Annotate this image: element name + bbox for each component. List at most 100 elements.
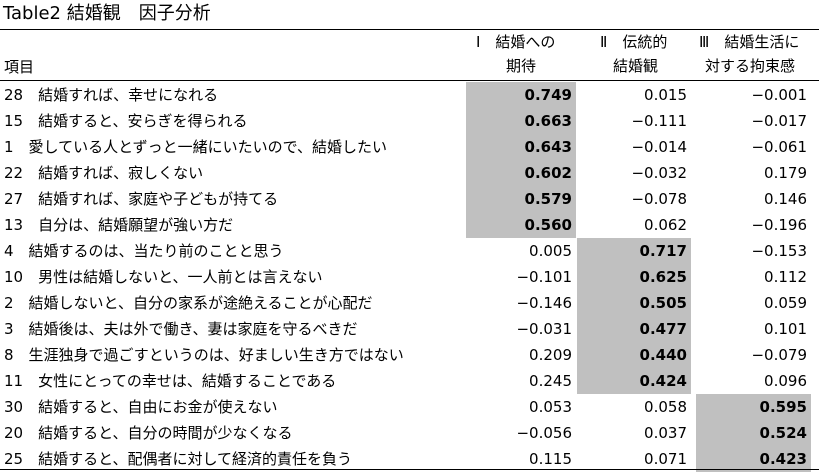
loading-value: −0.061 bbox=[751, 138, 807, 156]
loading-value: 0.717 bbox=[639, 242, 687, 260]
loading-value: 0.663 bbox=[524, 112, 572, 130]
item-text: 25 結婚すると、配偶者に対して経済的責任を負う bbox=[4, 450, 353, 468]
factor3-loading: 0.524 bbox=[696, 420, 811, 446]
table-row: 15 結婚すると、安らぎを得られる 0.663 −0.111 −0.017 bbox=[0, 108, 819, 134]
item-text: 15 結婚すると、安らぎを得られる bbox=[4, 112, 248, 130]
header-factor2-line1: Ⅱ 伝統的 bbox=[600, 33, 668, 51]
factor3-loading: −0.061 bbox=[696, 134, 811, 160]
factor1-loading: 0.005 bbox=[466, 238, 576, 264]
bottom-rule bbox=[0, 469, 819, 470]
header-factor1-line1: Ⅰ 結婚への bbox=[476, 33, 556, 51]
item-text: 11 女性にとっての幸せは、結婚することである bbox=[4, 372, 337, 390]
factor2-loading: 0.625 bbox=[577, 264, 691, 290]
factor3-loading: 0.423 bbox=[696, 446, 811, 472]
loading-value: 0.477 bbox=[639, 320, 687, 338]
factor3-loading: −0.079 bbox=[696, 342, 811, 368]
factor2-loading: 0.424 bbox=[577, 368, 691, 394]
factor1-loading: 0.579 bbox=[466, 186, 576, 212]
table-row: 30 結婚すると、自由にお金が使えない 0.053 0.058 0.595 bbox=[0, 394, 819, 420]
loading-value: 0.440 bbox=[639, 346, 687, 364]
loading-value: 0.101 bbox=[764, 320, 807, 338]
factor3-loading: 0.059 bbox=[696, 290, 811, 316]
loading-value: 0.602 bbox=[524, 164, 572, 182]
factor1-loading: 0.560 bbox=[466, 212, 576, 238]
factor1-loading: 0.053 bbox=[466, 394, 576, 420]
loading-value: 0.146 bbox=[764, 190, 807, 208]
loading-value: 0.071 bbox=[644, 450, 687, 468]
loading-value: 0.579 bbox=[524, 190, 572, 208]
loading-value: 0.053 bbox=[529, 398, 572, 416]
loading-value: 0.058 bbox=[644, 398, 687, 416]
factor3-loading: 0.179 bbox=[696, 160, 811, 186]
factor2-loading: 0.505 bbox=[577, 290, 691, 316]
loading-value: −0.031 bbox=[516, 320, 572, 338]
loading-value: −0.153 bbox=[751, 242, 807, 260]
item-text: 20 結婚すると、自分の時間が少なくなる bbox=[4, 424, 293, 442]
factor1-loading: 0.749 bbox=[466, 82, 576, 108]
item-text: 1 愛している人とずっと一緒にいたいので、結婚したい bbox=[4, 138, 388, 156]
factor2-loading: −0.014 bbox=[577, 134, 691, 160]
table-row: 28 結婚すれば、幸せになれる 0.749 0.015 −0.001 bbox=[0, 82, 819, 108]
loading-value: 0.749 bbox=[524, 86, 572, 104]
loading-value: −0.101 bbox=[516, 268, 572, 286]
loading-value: −0.017 bbox=[751, 112, 807, 130]
loading-value: −0.001 bbox=[751, 86, 807, 104]
item-text: 28 結婚すれば、幸せになれる bbox=[4, 86, 219, 104]
item-text: 13 自分は、結婚願望が強い方だ bbox=[4, 216, 234, 234]
item-text: 10 男性は結婚しないと、一人前とは言えない bbox=[4, 268, 323, 286]
factor1-loading: 0.209 bbox=[466, 342, 576, 368]
factor2-loading: −0.078 bbox=[577, 186, 691, 212]
factor3-loading: 0.096 bbox=[696, 368, 811, 394]
loading-value: 0.059 bbox=[764, 294, 807, 312]
item-text: 30 結婚すると、自由にお金が使えない bbox=[4, 398, 278, 416]
factor2-loading: 0.062 bbox=[577, 212, 691, 238]
item-text: 4 結婚するのは、当たり前のことと思う bbox=[4, 242, 284, 260]
loading-value: −0.196 bbox=[751, 216, 807, 234]
factor1-loading: 0.663 bbox=[466, 108, 576, 134]
factor2-loading: 0.058 bbox=[577, 394, 691, 420]
loading-value: −0.079 bbox=[751, 346, 807, 364]
factor3-loading: 0.112 bbox=[696, 264, 811, 290]
factor3-loading: 0.101 bbox=[696, 316, 811, 342]
loading-value: 0.015 bbox=[644, 86, 687, 104]
factor1-loading: 0.245 bbox=[466, 368, 576, 394]
factor2-loading: 0.071 bbox=[577, 446, 691, 472]
factor3-loading: 0.595 bbox=[696, 394, 811, 420]
table-row: 22 結婚すれば、寂しくない 0.602 −0.032 0.179 bbox=[0, 160, 819, 186]
loading-value: −0.111 bbox=[631, 112, 687, 130]
factor3-loading: 0.146 bbox=[696, 186, 811, 212]
table-row: 11 女性にとっての幸せは、結婚することである 0.245 0.424 0.096 bbox=[0, 368, 819, 394]
factor1-loading: −0.031 bbox=[466, 316, 576, 342]
factor3-loading: −0.196 bbox=[696, 212, 811, 238]
loading-value: 0.424 bbox=[639, 372, 687, 390]
loading-value: −0.056 bbox=[516, 424, 572, 442]
loading-value: 0.505 bbox=[639, 294, 687, 312]
loading-value: −0.146 bbox=[516, 294, 572, 312]
factor3-loading: −0.017 bbox=[696, 108, 811, 134]
loading-value: 0.179 bbox=[764, 164, 807, 182]
table-row: 25 結婚すると、配偶者に対して経済的責任を負う 0.115 0.071 0.423 bbox=[0, 446, 819, 472]
header-factor3-line1: Ⅲ 結婚生活に bbox=[699, 33, 800, 51]
loading-value: 0.062 bbox=[644, 216, 687, 234]
item-text: 22 結婚すれば、寂しくない bbox=[4, 164, 204, 182]
factor2-loading: −0.032 bbox=[577, 160, 691, 186]
loading-value: −0.078 bbox=[631, 190, 687, 208]
loading-value: 0.625 bbox=[639, 268, 687, 286]
loading-value: 0.096 bbox=[764, 372, 807, 390]
item-text: 27 結婚すれば、家庭や子どもが持てる bbox=[4, 190, 279, 208]
table-row: 1 愛している人とずっと一緒にいたいので、結婚したい 0.643−0.014 −0.… bbox=[0, 134, 819, 160]
factor1-loading: −0.146 bbox=[466, 290, 576, 316]
loading-value: 0.115 bbox=[529, 450, 572, 468]
loading-value: −0.032 bbox=[631, 164, 687, 182]
factor1-loading: 0.643 bbox=[466, 134, 576, 160]
loading-value: 0.423 bbox=[759, 450, 807, 468]
factor2-loading: 0.717 bbox=[577, 238, 691, 264]
factor2-loading: 0.440 bbox=[577, 342, 691, 368]
factor1-loading: −0.056 bbox=[466, 420, 576, 446]
loading-value: 0.524 bbox=[759, 424, 807, 442]
header-item-label: 項目 bbox=[4, 58, 35, 76]
loading-value: 0.560 bbox=[524, 216, 572, 234]
header-factor1-line2: 期待 bbox=[506, 57, 537, 75]
